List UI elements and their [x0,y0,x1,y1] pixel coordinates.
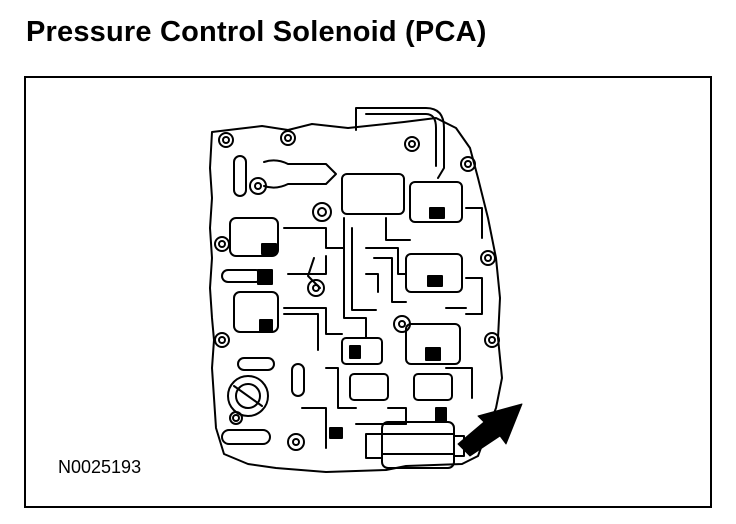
valve-body-illustration [209,107,523,473]
fluid-tube [355,107,445,179]
connectors [257,207,447,439]
accumulator [227,375,269,417]
page-title: Pressure Control Solenoid (PCA) [26,16,487,48]
illustration-frame: N0025193 [24,76,712,508]
valve-body-outline [209,117,503,473]
pressure-control-solenoid [365,421,465,469]
figure-id: N0025193 [58,457,142,477]
callout-arrow-icon [457,403,523,457]
solenoid-bodies [229,173,463,401]
fluid-channels [283,207,483,449]
